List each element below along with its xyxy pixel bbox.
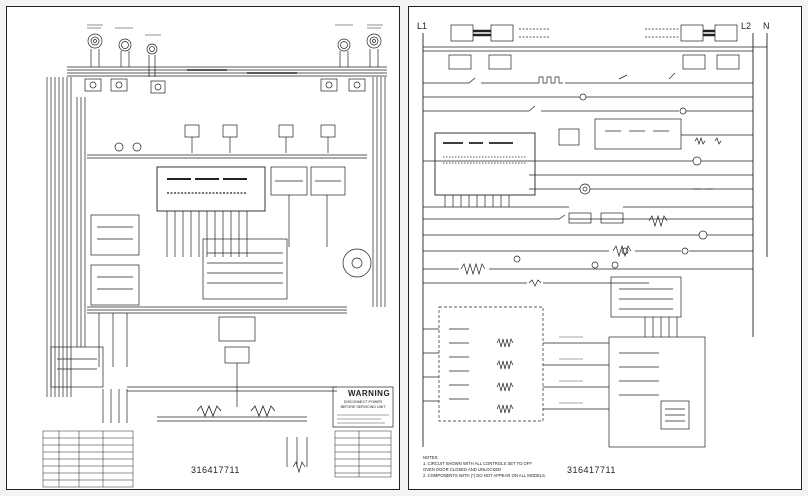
drawing-number-right: 316417711: [567, 465, 616, 475]
warning-line-2: BEFORE SERVICING UNIT: [340, 405, 386, 409]
notes-heading: NOTES:: [423, 455, 439, 460]
drawing-number: 316417711: [191, 465, 240, 475]
warming-zone-element: [146, 43, 158, 55]
warning-line-1: DISCONNECT POWER: [343, 400, 383, 404]
component-color-table: [334, 430, 392, 478]
warning-box: [332, 386, 394, 428]
surface-unit-control-board: [50, 346, 104, 388]
wire-color-code-table: [42, 430, 134, 488]
surface-element-left-rear: [87, 33, 103, 49]
note-1: 1. CIRCUIT SHOWN WITH ALL CONTROLS SET T…: [423, 461, 532, 466]
surface-element-right-rear: [337, 38, 351, 52]
surface-element-left-front: [118, 38, 132, 52]
note-1-cont: OVEN DOOR CLOSED AND UNLOCKED: [423, 467, 502, 472]
l2-label: L2: [741, 21, 752, 31]
l1-label: L1: [417, 21, 428, 31]
neutral-label: N: [763, 21, 770, 31]
electronic-oven-control: [156, 166, 266, 212]
right-schematic-sheet: L1 L2 N NOTES: 1. CIRCUIT SHOWN WITH ALL…: [408, 6, 802, 490]
left-wiring-diagram: [42, 24, 394, 488]
surface-element-right-front: [366, 33, 382, 49]
left-wiring-sheet: WARNING DISCONNECT POWER BEFORE SERVICIN…: [6, 6, 400, 490]
hot-surface-assembly: [438, 306, 544, 422]
note-2: 2. COMPONENTS WITH (*) DO NOT APPEAR ON …: [423, 473, 547, 478]
warning-title: WARNING: [348, 389, 391, 398]
ladder-schematic: [422, 24, 768, 448]
convection-fan-motor: [342, 248, 372, 278]
surface-unit-control-board-schematic: [608, 336, 706, 448]
